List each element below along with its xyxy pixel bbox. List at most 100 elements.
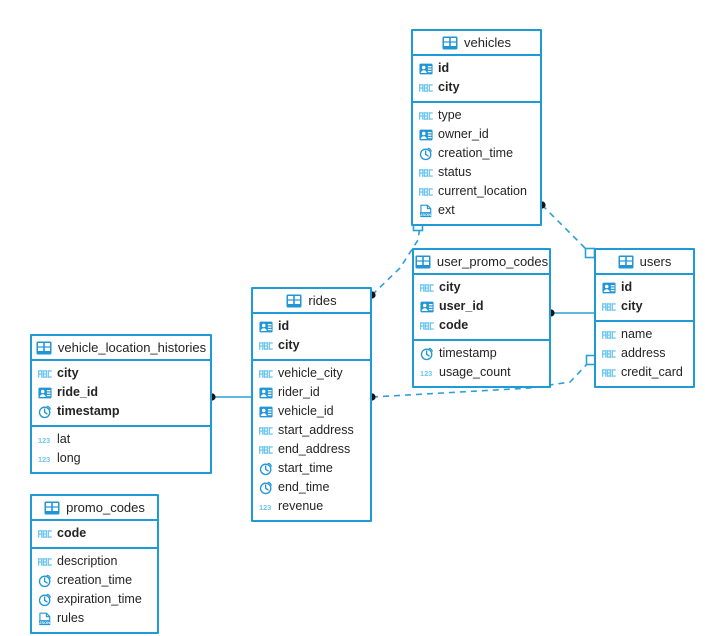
abc-string-icon — [38, 555, 52, 569]
table-header-rides[interactable]: rides — [253, 289, 370, 314]
table-header-promo_codes[interactable]: promo_codes — [32, 496, 157, 521]
column-row-credit_card[interactable]: credit_card — [596, 363, 693, 382]
column-name: start_address — [278, 423, 354, 438]
column-name: id — [621, 280, 633, 295]
relationship-vlh-rides[interactable] — [208, 393, 251, 401]
table-card-rides[interactable]: rides id city vehicle_city rider_id vehicle_i… — [251, 287, 372, 522]
column-row-city[interactable]: city — [596, 297, 693, 316]
column-name: start_time — [278, 461, 333, 476]
table-card-users[interactable]: users id city name address credit_card — [594, 248, 695, 388]
column-row-creation_time[interactable]: creation_time — [413, 144, 540, 163]
column-name: lat — [57, 432, 71, 447]
column-row-city[interactable]: city — [32, 364, 210, 383]
column-row-long[interactable]: 123 long — [32, 449, 210, 468]
table-header-vehicles[interactable]: vehicles — [413, 31, 540, 56]
column-row-creation_time[interactable]: creation_time — [32, 571, 157, 590]
column-row-timestamp[interactable]: timestamp — [32, 402, 210, 421]
123-number-icon: 123 — [38, 433, 52, 447]
clock-icon — [38, 574, 52, 588]
svg-text:JSON: JSON — [39, 619, 50, 624]
abc-string-icon — [420, 319, 434, 333]
column-row-city[interactable]: city — [414, 278, 549, 297]
primary-key-section: city ride_id timestamp — [32, 361, 210, 427]
column-row-vehicle_id[interactable]: vehicle_id — [253, 402, 370, 421]
column-name: rider_id — [278, 385, 320, 400]
column-row-id[interactable]: id — [253, 317, 370, 336]
abc-string-icon — [602, 328, 616, 342]
column-name: rules — [57, 611, 85, 626]
key-badge-icon — [602, 281, 616, 295]
key-badge-icon — [259, 320, 273, 334]
column-row-timestamp[interactable]: timestamp — [414, 344, 549, 363]
abc-string-icon — [38, 527, 52, 541]
column-row-ride_id[interactable]: ride_id — [32, 383, 210, 402]
table-name: rides — [308, 293, 337, 308]
table-name: vehicles — [464, 35, 511, 50]
key-badge-icon — [259, 386, 273, 400]
column-row-end_time[interactable]: end_time — [253, 478, 370, 497]
relationship-upc-users[interactable] — [547, 309, 594, 317]
table-grid-icon — [36, 340, 52, 356]
abc-string-icon — [602, 347, 616, 361]
column-row-lat[interactable]: 123 lat — [32, 430, 210, 449]
column-row-owner_id[interactable]: owner_id — [413, 125, 540, 144]
column-name: credit_card — [621, 365, 683, 380]
key-badge-icon — [420, 300, 434, 314]
abc-string-icon — [602, 366, 616, 380]
column-name: city — [278, 338, 300, 353]
column-row-city[interactable]: city — [413, 78, 540, 97]
column-name: description — [57, 554, 118, 569]
column-row-code[interactable]: code — [32, 524, 157, 543]
column-name: address — [621, 346, 666, 361]
column-row-id[interactable]: id — [413, 59, 540, 78]
column-row-vehicle_city[interactable]: vehicle_city — [253, 364, 370, 383]
column-row-rider_id[interactable]: rider_id — [253, 383, 370, 402]
table-header-user_promo_codes[interactable]: user_promo_codes — [414, 250, 549, 275]
column-row-address[interactable]: address — [596, 344, 693, 363]
column-name: user_id — [439, 299, 484, 314]
column-row-status[interactable]: status — [413, 163, 540, 182]
table-header-users[interactable]: users — [596, 250, 693, 275]
column-name: id — [438, 61, 450, 76]
column-row-current_location[interactable]: current_location — [413, 182, 540, 201]
column-name: current_location — [438, 184, 527, 199]
column-row-type[interactable]: type — [413, 106, 540, 125]
table-grid-icon — [442, 35, 458, 51]
abc-string-icon — [420, 281, 434, 295]
clock-icon — [38, 593, 52, 607]
column-row-city[interactable]: city — [253, 336, 370, 355]
column-row-start_time[interactable]: start_time — [253, 459, 370, 478]
column-row-rules[interactable]: JSON rules — [32, 609, 157, 628]
svg-text:123: 123 — [38, 454, 50, 463]
primary-key-section: id city — [413, 56, 540, 103]
column-row-user_id[interactable]: user_id — [414, 297, 549, 316]
clock-icon — [259, 462, 273, 476]
column-row-description[interactable]: description — [32, 552, 157, 571]
column-row-expiration_time[interactable]: expiration_time — [32, 590, 157, 609]
column-row-start_address[interactable]: start_address — [253, 421, 370, 440]
abc-string-icon — [602, 300, 616, 314]
column-row-end_address[interactable]: end_address — [253, 440, 370, 459]
abc-string-icon — [259, 367, 273, 381]
column-row-code[interactable]: code — [414, 316, 549, 335]
column-name: long — [57, 451, 81, 466]
table-header-vehicle_location_histories[interactable]: vehicle_location_histories — [32, 336, 210, 361]
column-name: city — [57, 366, 79, 381]
table-grid-icon — [415, 254, 431, 270]
table-name: vehicle_location_histories — [57, 340, 207, 355]
clock-icon — [38, 405, 52, 419]
column-name: vehicle_city — [278, 366, 343, 381]
column-name: ride_id — [57, 385, 98, 400]
column-row-name[interactable]: name — [596, 325, 693, 344]
column-name: ext — [438, 203, 455, 218]
column-row-id[interactable]: id — [596, 278, 693, 297]
